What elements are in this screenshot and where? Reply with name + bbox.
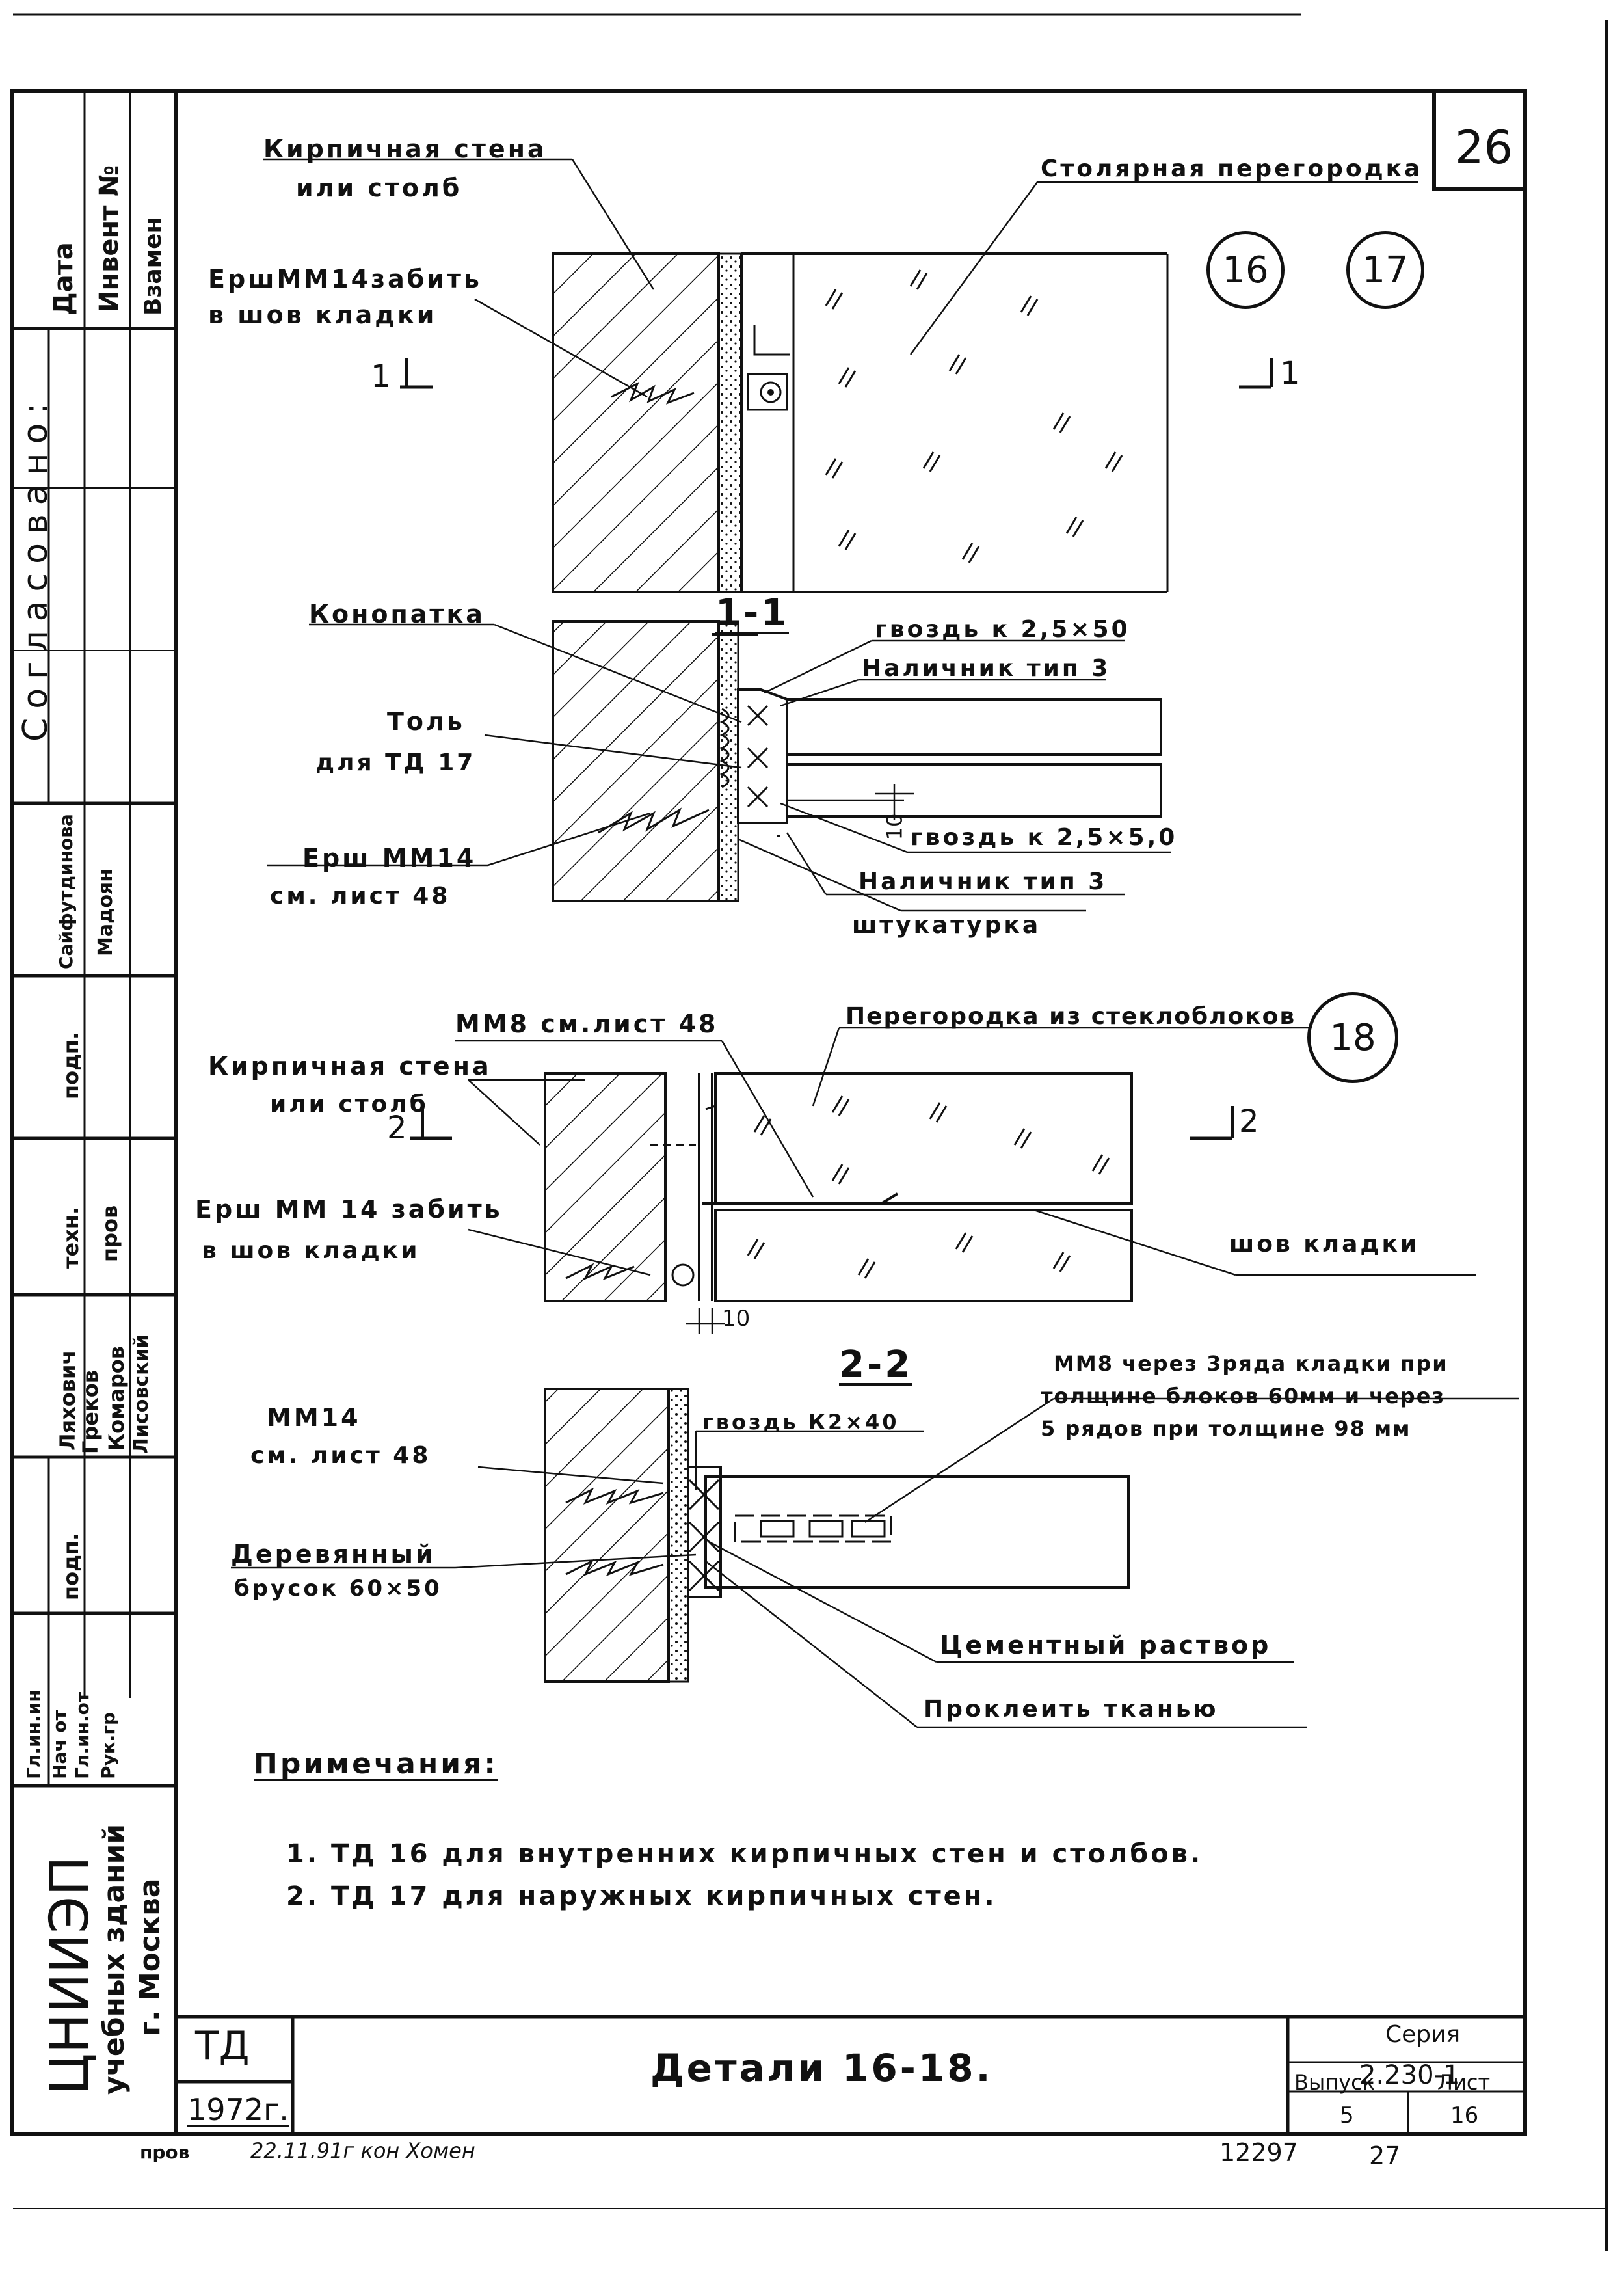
detail-ref-circle-16: 16 — [1206, 231, 1285, 309]
label-mm14-b: см. лист 48 — [250, 1442, 431, 1469]
label-ersh-3b: в шов кладки — [202, 1237, 420, 1264]
stamp-tekhn: техн. — [59, 1206, 83, 1269]
label-cement-mortar: Цементный раствор — [940, 1631, 1271, 1660]
cut-mark-1-right: 1 — [1280, 355, 1300, 392]
label-plaster: штукатурка — [852, 912, 1041, 939]
sheet-title: Детали 16-18. — [650, 2046, 993, 2090]
stamp-date: Дата — [49, 242, 79, 316]
stamp-vzamen: Взамен — [140, 217, 166, 316]
label-konopatka: Конопатка — [309, 600, 485, 628]
label-nail-2: гвоздь к 2,5×5,0 — [911, 824, 1178, 851]
detail-section-1-1 — [267, 620, 1171, 912]
label-ersh-1: ЕршММ14забить — [208, 265, 482, 293]
label-brick-wall-2b: или столб — [270, 1091, 429, 1118]
notes-heading: Примечания: — [254, 1747, 498, 1781]
stamp-soglasovano: Согласовано: — [16, 394, 55, 742]
detail-plan-16-17 — [263, 158, 1418, 593]
type-code: ТД — [195, 2023, 250, 2069]
footer-signature: 22.11.91г кон Хомен — [250, 2138, 475, 2163]
footer-prov: пров — [140, 2142, 190, 2163]
stamp-name-lyakhovich: Ляхович — [55, 1350, 80, 1451]
stamp-role-2: Нач от — [49, 1710, 70, 1779]
cut-mark-2-right: 2 — [1239, 1103, 1259, 1140]
issue-value: 5 — [1340, 2103, 1354, 2129]
sheet-number-box — [1432, 89, 1527, 191]
label-mm14: ММ14 — [267, 1403, 361, 1432]
org-line-2: учебных зданий — [98, 1823, 131, 2095]
stamp-madoyan: Мадоян — [94, 868, 117, 956]
label-wood-bar-b: брусок 60×50 — [234, 1576, 442, 1602]
label-masonry-joint: шов кладки — [1229, 1231, 1420, 1257]
footer-page: 27 — [1369, 2142, 1401, 2170]
side-stamp-grid — [10, 89, 178, 2136]
detail-plan-18 — [410, 1027, 1476, 1334]
detail-ref-circle-17: 17 — [1346, 231, 1424, 309]
org-name: ЦНИИЭП — [39, 1856, 101, 2095]
label-brick-wall-1: Кирпичная стена — [263, 135, 547, 163]
stamp-name-grekov: Греков — [78, 1370, 103, 1454]
stamp-name-komarov: Комаров — [104, 1345, 129, 1451]
list-value: 16 — [1450, 2103, 1479, 2129]
label-mm8: ММ8 см.лист 48 — [455, 1010, 719, 1038]
org-line-3: г. Москва — [133, 1878, 166, 2036]
label-mm8-note-1: ММ8 через 3ряда кладки при — [1054, 1351, 1448, 1376]
dim-10-b: 10 — [722, 1306, 751, 1332]
cut-mark-1-left: 1 — [371, 358, 391, 395]
label-mm8-note-3: 5 рядов при толщине 98 мм — [1041, 1416, 1411, 1441]
stamp-prov: пров — [98, 1205, 122, 1262]
label-joinery-partition: Столярная перегородка — [1041, 155, 1423, 182]
label-tol: Толь — [387, 707, 465, 736]
list-label: Лист — [1437, 2070, 1491, 2095]
stamp-role-1: Гл.ин.ин — [23, 1689, 44, 1779]
note-item-1: 1. ТД 16 для внутренних кирпичных стен и… — [286, 1839, 1203, 1869]
detail-section-2-2 — [231, 1388, 1519, 1728]
label-nail-1: гвоздь к 2,5×50 — [875, 616, 1130, 643]
title-block — [176, 2015, 1525, 2134]
issue-label: Выпуск — [1294, 2070, 1375, 2095]
stamp-role-3: Гл.ин.от — [72, 1691, 93, 1779]
cut-mark-2-left: 2 — [387, 1110, 407, 1146]
label-mm8-note-2: толщине блоков 60мм и через — [1041, 1384, 1445, 1408]
label-nalichnik-1: Наличник тип 3 — [862, 655, 1111, 682]
footer-number: 12297 — [1219, 2138, 1298, 2167]
stamp-invent: Инвент № — [94, 165, 124, 312]
series-value: 2.230-1 — [1359, 2060, 1460, 2090]
detail-ref-circle-18: 18 — [1307, 992, 1398, 1083]
stamp-podp-2: подп. — [59, 1532, 83, 1600]
label-brick-wall-1b: или столб — [296, 174, 462, 202]
label-nail-3: гвоздь К2×40 — [702, 1410, 899, 1434]
year: 1972г. — [187, 2092, 289, 2127]
label-brick-wall-2: Кирпичная стена — [208, 1052, 492, 1081]
section-label-1-1: 1-1 — [715, 592, 790, 634]
label-wood-bar: Деревянный — [231, 1540, 436, 1568]
stamp-podp-1: подп. — [59, 1031, 83, 1099]
note-item-2: 2. ТД 17 для наружных кирпичных стен. — [286, 1881, 997, 1911]
label-ersh-3: Ерш ММ 14 забить — [195, 1195, 503, 1224]
stamp-salyutdinova: Сайфутдинова — [55, 814, 77, 969]
label-ersh-2b: см. лист 48 — [270, 883, 451, 909]
label-glue-fabric: Проклеить тканью — [924, 1696, 1219, 1723]
label-ersh-2: Ерш ММ14 — [302, 844, 477, 872]
sheet-number: 26 — [1455, 121, 1513, 174]
label-glassblock-partition: Перегородка из стеклоблоков — [845, 1003, 1296, 1030]
series-label: Серия — [1385, 2021, 1461, 2048]
label-nalichnik-2: Наличник тип 3 — [859, 868, 1108, 895]
stamp-role-4: Рук.гр — [98, 1712, 119, 1779]
label-tol-b: для ТД 17 — [315, 749, 476, 776]
stamp-name-lisovsky: Лисовский — [130, 1334, 153, 1454]
dim-10-a: 10 — [882, 813, 907, 840]
section-label-2-2: 2-2 — [839, 1343, 913, 1386]
label-ersh-1b: в шов кладки — [208, 301, 437, 329]
